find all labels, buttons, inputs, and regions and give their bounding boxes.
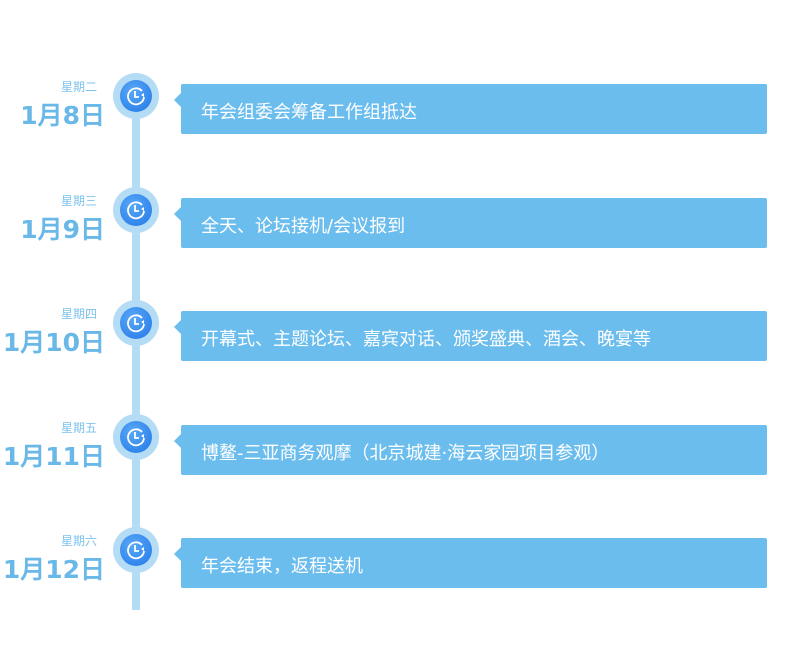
timeline-node bbox=[113, 187, 159, 233]
weekday-label: 星期二 bbox=[60, 80, 97, 94]
event-box: 开幕式、主题论坛、嘉宾对话、颁奖盛典、酒会、晚宴等 bbox=[174, 311, 767, 361]
date-label: 1月12日 bbox=[2, 555, 105, 584]
timeline-item: 星期三 1月9日 全天、论坛接机/会议报到 bbox=[0, 187, 800, 258]
event-text: 全天、论坛接机/会议报到 bbox=[201, 216, 406, 237]
clock-icon bbox=[120, 194, 152, 226]
event-box: 博鳌-三亚商务观摩（北京城建·海云家园项目参观） bbox=[174, 425, 767, 475]
weekday-label: 星期三 bbox=[60, 194, 97, 208]
timeline-line bbox=[132, 100, 140, 610]
date-label: 1月9日 bbox=[20, 215, 105, 244]
date-label: 1月8日 bbox=[20, 101, 105, 130]
timeline-item: 星期二 1月8日 年会组委会筹备工作组抵达 bbox=[0, 73, 800, 144]
clock-icon bbox=[120, 421, 152, 453]
event-text: 博鳌-三亚商务观摩（北京城建·海云家园项目参观） bbox=[201, 443, 610, 464]
weekday-label: 星期六 bbox=[60, 534, 97, 548]
event-box: 年会结束，返程送机 bbox=[174, 538, 767, 588]
event-text: 年会组委会筹备工作组抵达 bbox=[201, 102, 417, 123]
event-box: 年会组委会筹备工作组抵达 bbox=[174, 84, 767, 134]
clock-icon bbox=[120, 307, 152, 339]
date-label: 1月10日 bbox=[2, 328, 105, 357]
event-text: 年会结束，返程送机 bbox=[201, 556, 363, 577]
timeline-node bbox=[113, 300, 159, 346]
timeline-node bbox=[113, 414, 159, 460]
date-label: 1月11日 bbox=[2, 442, 105, 471]
clock-icon bbox=[120, 80, 152, 112]
timeline-node bbox=[113, 527, 159, 573]
event-text: 开幕式、主题论坛、嘉宾对话、颁奖盛典、酒会、晚宴等 bbox=[201, 329, 651, 350]
timeline-item: 星期六 1月12日 年会结束，返程送机 bbox=[0, 527, 800, 598]
weekday-label: 星期四 bbox=[60, 307, 97, 321]
timeline-item: 星期五 1月11日 博鳌-三亚商务观摩（北京城建·海云家园项目参观） bbox=[0, 414, 800, 485]
timeline-item: 星期四 1月10日 开幕式、主题论坛、嘉宾对话、颁奖盛典、酒会、晚宴等 bbox=[0, 300, 800, 371]
clock-icon bbox=[120, 534, 152, 566]
event-box: 全天、论坛接机/会议报到 bbox=[174, 198, 767, 248]
weekday-label: 星期五 bbox=[60, 421, 97, 435]
timeline-node bbox=[113, 73, 159, 119]
